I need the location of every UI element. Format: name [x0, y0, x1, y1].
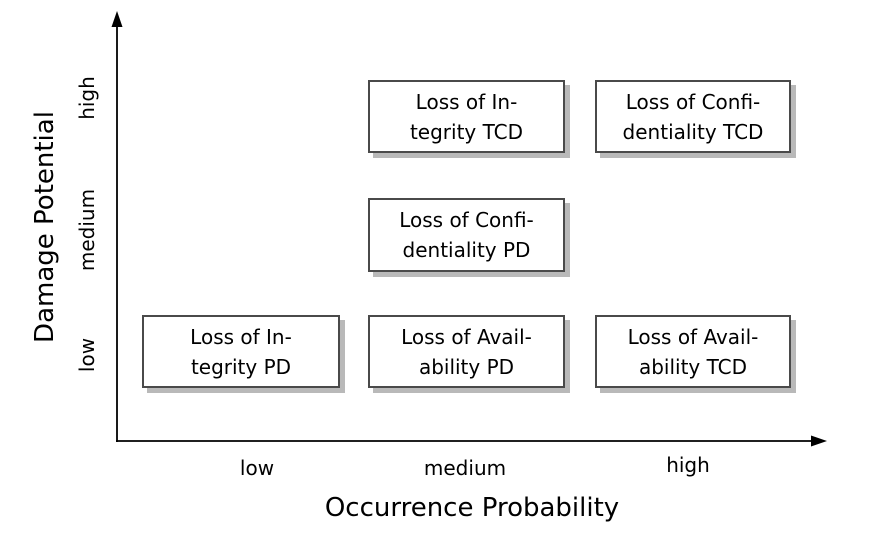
y-axis-arrowhead-icon — [111, 11, 123, 27]
x-tick-high: high — [666, 453, 710, 477]
box-label-line: Loss of In- — [415, 89, 518, 114]
x-tick-medium: medium — [423, 456, 507, 480]
box-label-line: Loss of Confi- — [625, 89, 761, 114]
box-label-line: dentiality TCD — [622, 119, 764, 144]
y-axis-title: Damage Potential — [30, 111, 60, 343]
x-axis-title: Occurrence Probability — [324, 493, 620, 523]
matrix-box-loss-of-confidentiality-pd: Loss of Confi- dentiality PD — [368, 198, 565, 272]
x-axis-arrowhead-icon — [811, 435, 827, 447]
box-label-line: ability PD — [418, 354, 515, 379]
box-label-line: Loss of In- — [190, 324, 292, 349]
matrix-box-loss-of-availability-tcd: Loss of Avail- ability TCD — [595, 315, 791, 388]
matrix-box-loss-of-integrity-tcd: Loss of In- tegrity TCD — [368, 80, 565, 153]
box-label-line: tegrity TCD — [409, 119, 524, 144]
box-label-line: Loss of Avail- — [401, 324, 532, 349]
box-label-line: dentiality PD — [402, 238, 531, 262]
y-tick-high: high — [75, 76, 99, 120]
box-label-line: Loss of Confi- — [399, 208, 534, 232]
y-tick-low: low — [75, 337, 99, 373]
matrix-box-loss-of-confidentiality-tcd: Loss of Confi- dentiality TCD — [595, 80, 791, 153]
box-label-line: tegrity PD — [190, 354, 292, 379]
box-label-line: Loss of Avail- — [627, 324, 759, 349]
x-tick-low: low — [239, 456, 275, 480]
matrix-box-loss-of-availability-pd: Loss of Avail- ability PD — [368, 315, 565, 388]
box-label-line: ability TCD — [638, 354, 748, 379]
matrix-box-loss-of-integrity-pd: Loss of In- tegrity PD — [142, 315, 340, 388]
y-tick-medium: medium — [75, 188, 99, 272]
